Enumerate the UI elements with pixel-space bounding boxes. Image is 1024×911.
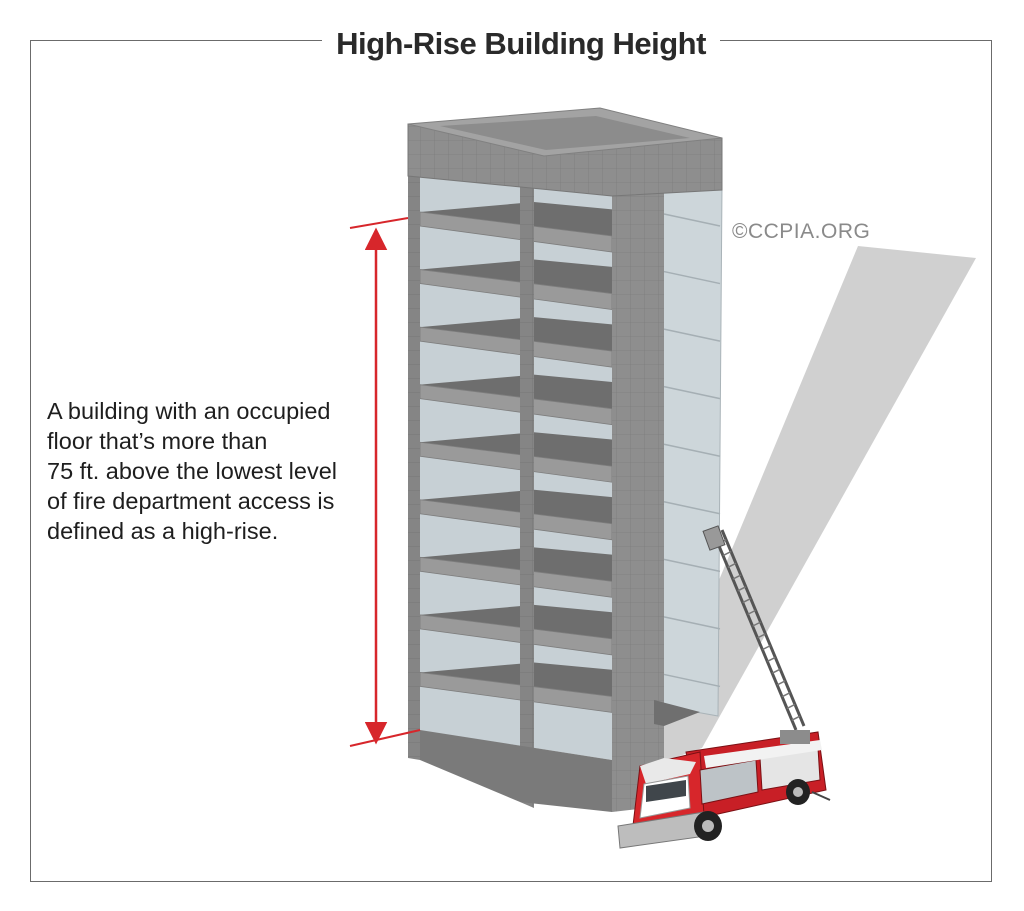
- ladder-rung: [762, 644, 771, 651]
- side-floor-line: [663, 501, 721, 515]
- ladder-rung: [771, 668, 781, 674]
- floor-slab-top: [420, 432, 662, 467]
- ladder-rung: [727, 562, 737, 568]
- high-rise-definition: A building with an occupied floor that’s…: [47, 396, 377, 546]
- ladder-rung: [732, 574, 742, 580]
- definition-line: floor that’s more than: [47, 428, 268, 454]
- floor-slab-top: [420, 489, 662, 524]
- ladder-rung: [766, 656, 776, 663]
- ground-floor-base: [420, 730, 612, 812]
- floor-slab-top: [420, 662, 662, 697]
- side-floor-line: [663, 616, 721, 630]
- ladder-rung: [742, 597, 752, 604]
- left-column: [408, 160, 420, 760]
- aerial-ladder: [702, 525, 806, 731]
- ladder-rung: [757, 633, 766, 639]
- diagram-title: High-Rise Building Height: [322, 24, 720, 64]
- side-floor-line: [663, 443, 721, 457]
- building-shadow: [640, 246, 976, 770]
- side-floor-line: [663, 213, 721, 227]
- floor-slab-top: [420, 604, 662, 639]
- copyright-watermark: ©CCPIA.ORG: [732, 220, 871, 243]
- floor-slab-top: [420, 202, 662, 236]
- definition-line: A building with an occupied: [47, 398, 331, 424]
- side-floor-line: [663, 328, 721, 342]
- ladder-rung: [786, 703, 796, 710]
- top-extension-line: [349, 217, 409, 229]
- glass-side: [661, 171, 723, 717]
- definition-line: 75 ft. above the lowest level: [47, 458, 338, 484]
- definition-line: defined as a high-rise.: [47, 518, 279, 544]
- floor-slab-top: [420, 374, 662, 409]
- side-base: [654, 700, 700, 726]
- corner-column: [612, 168, 664, 812]
- ladder-rung: [722, 550, 732, 557]
- side-floor-line: [663, 385, 721, 400]
- ladder-rung: [791, 715, 801, 721]
- side-floor-line: [663, 558, 721, 573]
- ladder-rung: [781, 692, 791, 698]
- floor-slab-top: [420, 317, 662, 352]
- center-column: [520, 172, 534, 808]
- roof-inner: [440, 116, 690, 150]
- side-floor-line: [663, 270, 721, 285]
- fire-truck: [617, 730, 831, 849]
- ladder-rung: [747, 609, 756, 616]
- side-floor-line: [663, 673, 721, 688]
- ladder-rung: [776, 680, 786, 686]
- floor-slab-top: [420, 259, 662, 294]
- ladder-rung: [752, 621, 761, 627]
- floor-slab-top: [420, 547, 662, 582]
- ladder-rung: [737, 586, 747, 592]
- definition-line: of fire department access is: [47, 488, 335, 514]
